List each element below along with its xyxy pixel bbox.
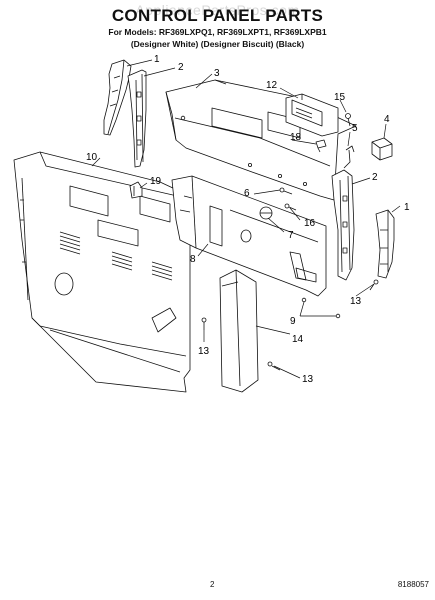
document-number: 8188057 <box>397 580 429 589</box>
callout-9: 9 <box>290 316 296 327</box>
part-13-screw-left <box>201 317 207 330</box>
variants-line: (Designer White) (Designer Biscuit) (Bla… <box>130 39 305 49</box>
callout-8: 8 <box>190 254 196 265</box>
part-18-clip <box>315 139 327 153</box>
callout-12: 12 <box>266 80 278 91</box>
part-19-clip <box>129 181 143 199</box>
callout-19: 19 <box>150 176 162 187</box>
callout-1: 1 <box>154 54 160 65</box>
callout-13-left: 13 <box>198 346 210 357</box>
page-number: 2 <box>210 580 215 589</box>
callout-4: 4 <box>384 114 390 125</box>
part-2-right-bracket <box>331 169 355 281</box>
part-9-screws <box>301 297 341 319</box>
callout-18: 18 <box>290 132 302 143</box>
page-title: CONTROL PANEL PARTS <box>111 6 324 25</box>
callout-6: 6 <box>244 188 250 199</box>
watermark: AppliancePartsPros.com <box>135 2 300 18</box>
part-1-left-endcap <box>103 59 132 136</box>
part-13-screw-right <box>369 279 379 291</box>
part-13-screw-bottom <box>267 361 281 371</box>
callout-3: 3 <box>214 68 220 79</box>
part-4-switch <box>371 137 393 161</box>
callout-labels: 1 2 3 12 15 4 5 18 10 19 6 2 1 16 7 8 9 … <box>86 54 410 385</box>
leader-lines <box>91 59 401 379</box>
part-10-back-panel <box>13 151 191 393</box>
callout-7: 7 <box>288 230 294 241</box>
part-15-screw <box>345 113 351 127</box>
part-6-screw <box>279 187 293 195</box>
callout-5: 5 <box>352 123 358 134</box>
callout-2: 2 <box>178 62 184 73</box>
part-8-inner-panel <box>171 175 327 297</box>
part-5-wire <box>343 145 355 169</box>
callout-16: 16 <box>304 218 316 229</box>
callout-10: 10 <box>86 152 98 163</box>
callout-14: 14 <box>292 334 304 345</box>
part-16-screw <box>284 203 297 211</box>
part-12-electronic-control <box>285 93 339 137</box>
part-2-left-bracket <box>127 69 147 168</box>
callout-13-bottom: 13 <box>302 374 314 385</box>
part-14-channel <box>219 269 259 393</box>
callout-1-right: 1 <box>404 202 410 213</box>
callout-2-right: 2 <box>372 172 378 183</box>
callout-15: 15 <box>334 92 346 103</box>
part-1-right-endcap <box>375 209 395 279</box>
callout-13-right: 13 <box>350 296 362 307</box>
part-7-knob <box>259 206 273 220</box>
models-line: For Models: RF369LXPQ1, RF369LXPT1, RF36… <box>108 27 327 37</box>
